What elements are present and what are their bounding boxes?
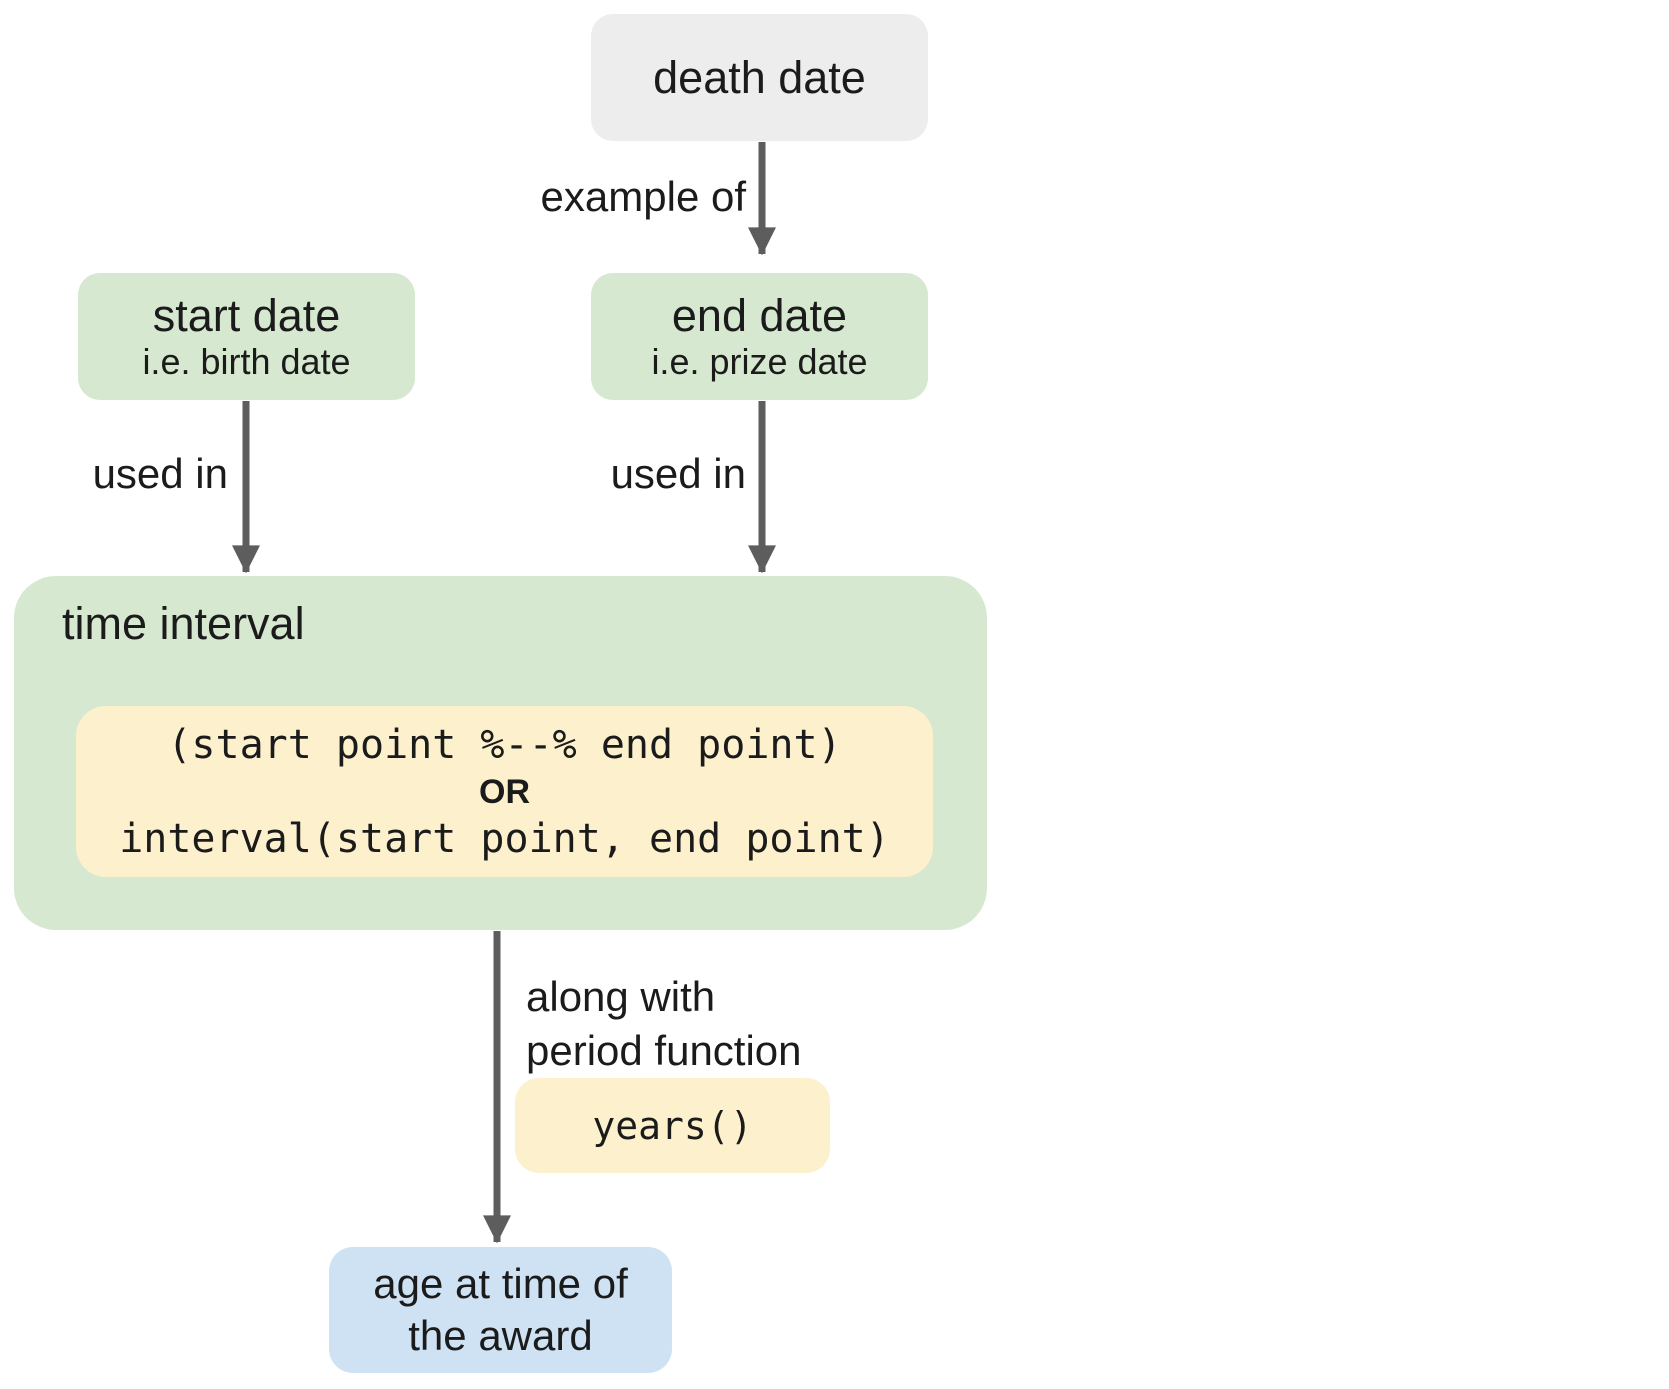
end-date-title: end date [671,289,848,341]
node-time-interval: time interval (start point %--% end poin… [14,576,987,930]
edge-label-along-with: along with period function [526,970,802,1078]
start-date-subtitle: i.e. birth date [142,340,351,382]
time-interval-title: time interval [62,598,305,649]
interval-or-label: OR [479,772,530,811]
interval-code-option-1: (start point %--% end point) [167,721,842,768]
age-result-line2: the award [408,1312,593,1359]
edge-label-example-of: example of [540,173,746,220]
node-end-date: end date i.e. prize date [591,273,928,400]
node-death-date: death date [591,14,928,141]
period-function-code: years() [592,1103,753,1148]
death-date-label: death date [653,51,866,103]
along-with-line1: along with [526,973,716,1020]
node-age-result: age at time of the award [329,1247,672,1373]
along-with-line2: period function [526,1027,802,1074]
age-result-line1: age at time of [373,1260,628,1307]
interval-code-box: (start point %--% end point) OR interval… [76,706,933,877]
start-date-title: start date [152,289,341,341]
node-period-function: years() [515,1078,830,1173]
end-date-subtitle: i.e. prize date [651,340,868,382]
edge-label-used-in-end: used in [610,450,746,497]
node-start-date: start date i.e. birth date [78,273,415,400]
interval-code-option-2: interval(start point, end point) [119,815,890,862]
edge-label-used-in-start: used in [92,450,228,497]
